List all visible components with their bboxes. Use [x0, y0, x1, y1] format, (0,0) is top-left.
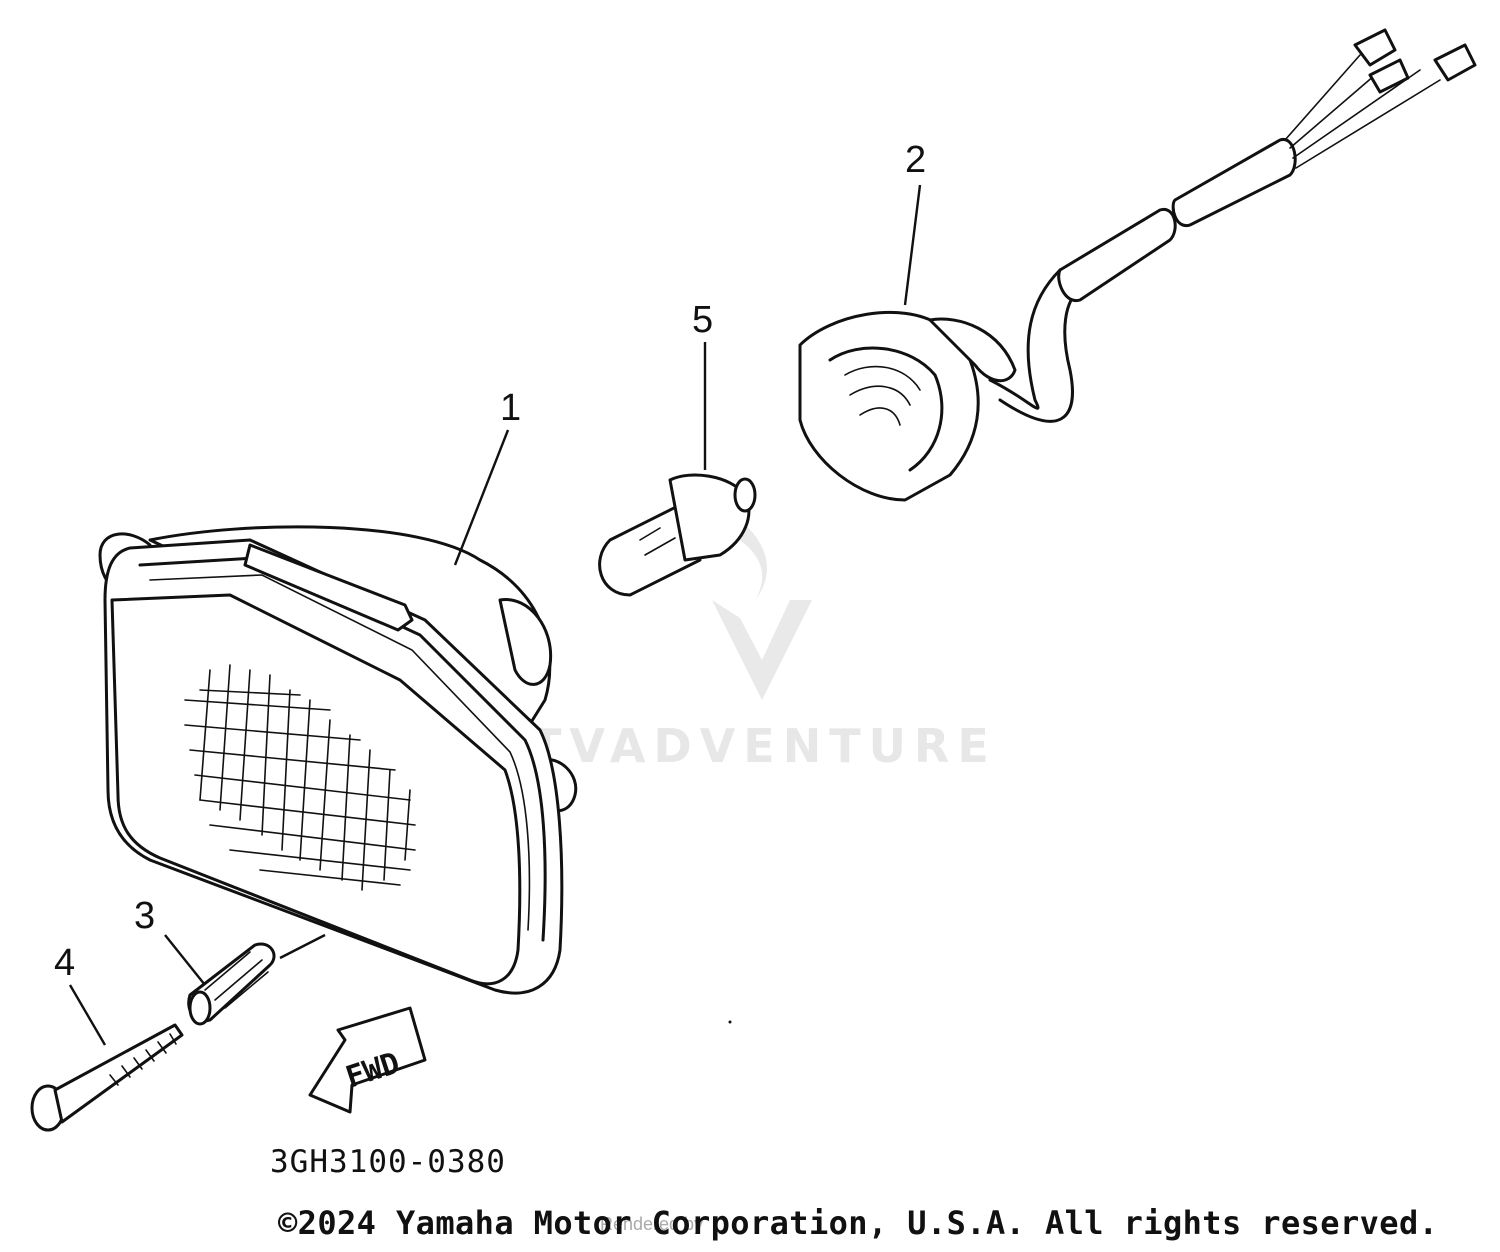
callout-4: 4: [54, 942, 107, 1046]
watermark: ATVADVENTURE: [490, 520, 997, 773]
grommet-mount-line: [279, 933, 326, 960]
render-note: Rendered by: [600, 1214, 704, 1234]
fwd-arrow: FWD: [308, 1006, 427, 1114]
lens-pattern: [184, 664, 416, 891]
callout-3: 3: [134, 895, 206, 986]
callout-5: 5: [692, 299, 713, 470]
watermark-text: ATVADVENTURE: [490, 719, 997, 773]
part-headlight-unit[interactable]: [98, 525, 578, 995]
part-grommet[interactable]: [187, 942, 276, 1026]
part-bulb[interactable]: [598, 473, 757, 597]
part-socket-harness[interactable]: [798, 28, 1477, 502]
callout-5-label: 5: [692, 299, 713, 341]
copyright-notice: ©2024 Yamaha Motor Corporation, U.S.A. A…: [278, 1204, 1439, 1242]
diagram-code: 3GH3100-0380: [270, 1144, 506, 1180]
callout-1-label: 1: [500, 387, 521, 429]
part-screw[interactable]: [30, 1023, 184, 1132]
callout-4-label: 4: [54, 942, 75, 984]
callout-1: 1: [453, 387, 521, 566]
callout-2: 2: [903, 139, 926, 306]
stray-dot: [728, 1020, 732, 1024]
callout-3-label: 3: [134, 895, 155, 937]
callout-2-label: 2: [905, 139, 926, 181]
